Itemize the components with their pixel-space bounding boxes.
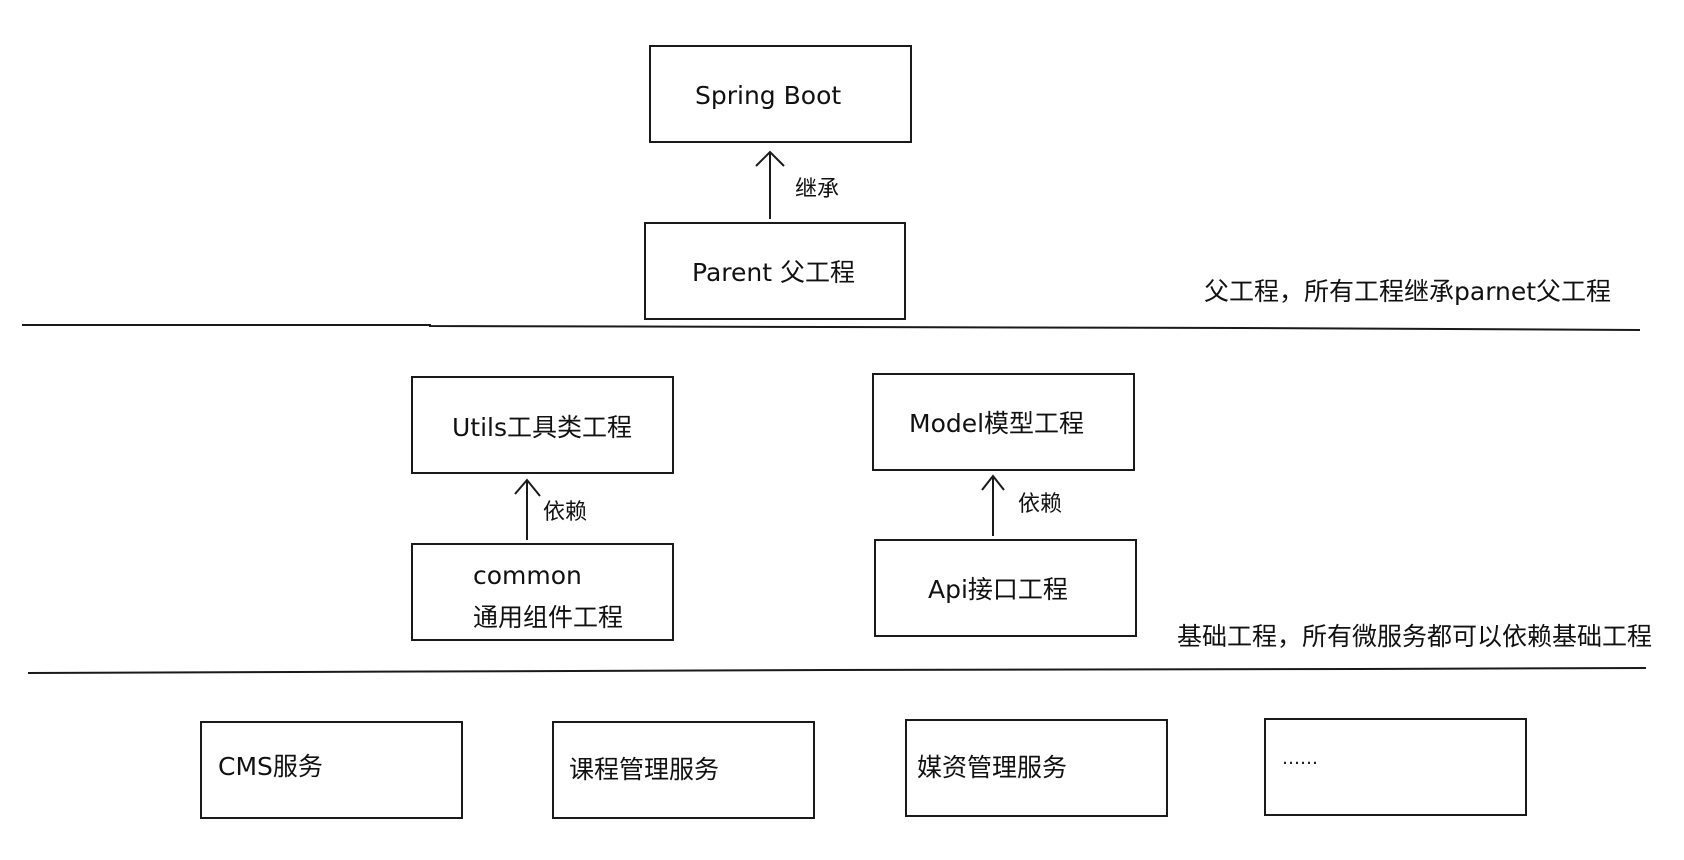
course-service-label: 课程管理服务	[569, 755, 720, 784]
depend-utils-arrowhead	[514, 478, 541, 497]
spring-boot-label: Spring Boot	[695, 81, 842, 110]
common-label-line2: 通用组件工程	[473, 603, 624, 632]
cms-service-label: CMS服务	[218, 752, 323, 781]
parent-box: Parent 父工程	[644, 222, 906, 320]
depend-model-label: 依赖	[1018, 492, 1063, 517]
depend-model-arrowhead	[981, 474, 1005, 491]
parent-layer-note: 父工程，所有工程继承parnet父工程	[1204, 277, 1612, 306]
utils-label: Utils工具类工程	[452, 413, 633, 442]
media-service-label: 媒资管理服务	[917, 753, 1068, 782]
parent-label: Parent 父工程	[692, 258, 855, 287]
spring-boot-box: Spring Boot	[649, 45, 912, 143]
course-service-box: 课程管理服务	[552, 721, 815, 819]
utils-box: Utils工具类工程	[411, 376, 674, 474]
cms-service-box: CMS服务	[200, 721, 463, 819]
model-label: Model模型工程	[909, 409, 1085, 438]
more-services-box: ……	[1264, 718, 1527, 816]
inherit-label: 继承	[795, 177, 840, 202]
media-service-box: 媒资管理服务	[905, 719, 1168, 817]
layer-separator-top	[22, 324, 1641, 331]
depend-utils-label: 依赖	[543, 500, 588, 525]
layer-separator-bottom	[27, 667, 1647, 674]
api-box: Api接口工程	[874, 539, 1137, 637]
inherit-arrowhead	[755, 150, 785, 167]
base-layer-note: 基础工程，所有微服务都可以依赖基础工程	[1177, 622, 1653, 651]
api-label: Api接口工程	[928, 575, 1068, 604]
common-label-line1: common	[473, 561, 582, 590]
model-box: Model模型工程	[872, 373, 1135, 471]
more-services-label: ……	[1282, 748, 1318, 769]
common-box: common 通用组件工程	[411, 543, 674, 641]
